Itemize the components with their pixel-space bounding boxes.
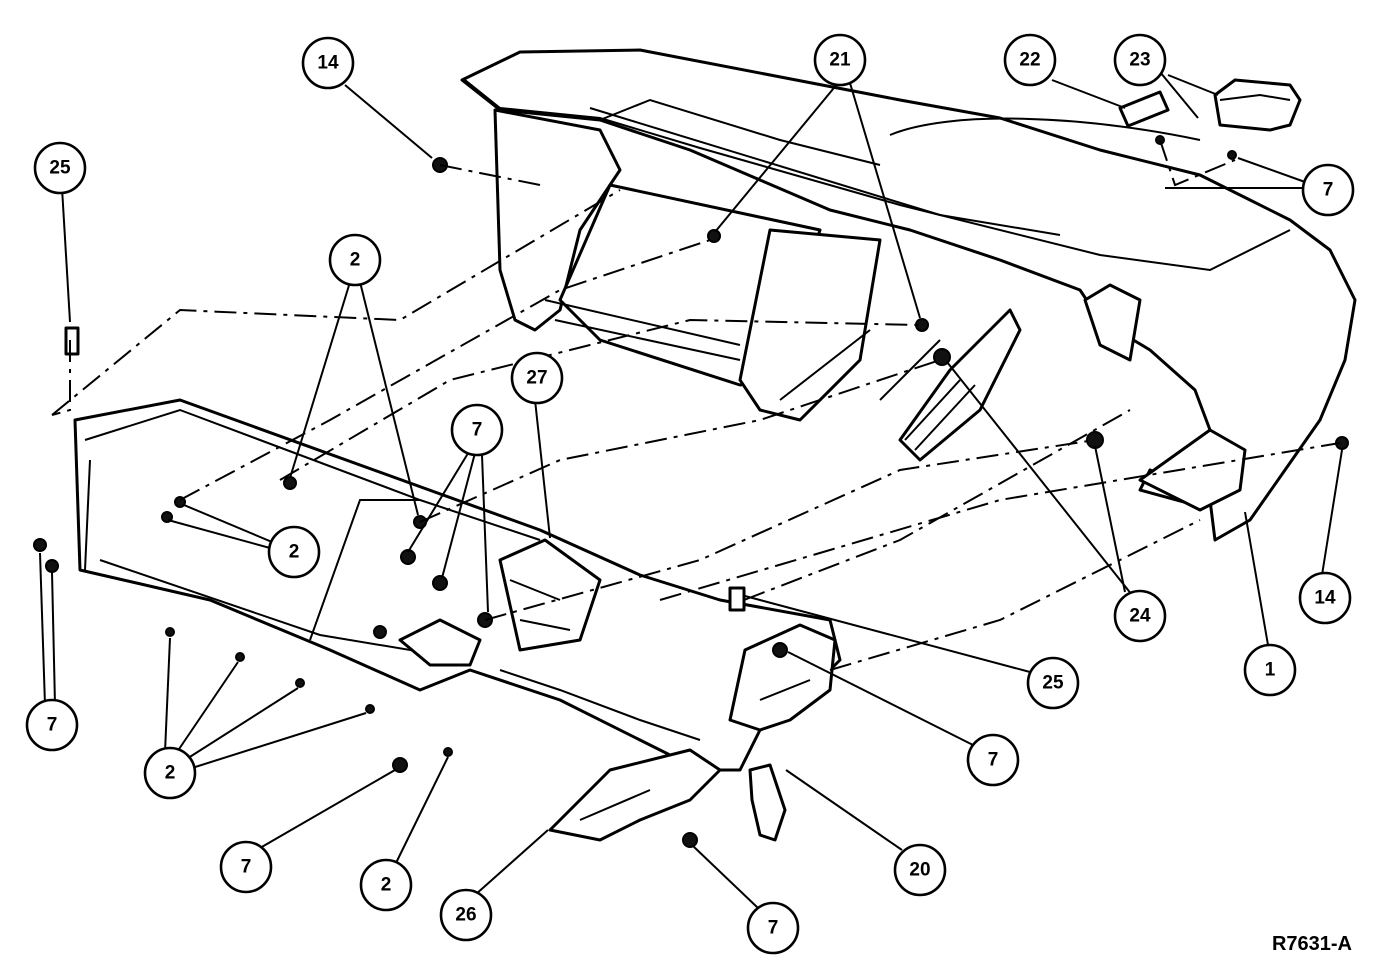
callout-label: 25 bbox=[49, 158, 71, 179]
callout-7-upper-right: 7 bbox=[1301, 163, 1355, 217]
callout-label: 27 bbox=[526, 368, 547, 389]
callout-7-bottom: 7 bbox=[746, 901, 800, 955]
glovebox-latch-parts bbox=[1118, 78, 1302, 160]
callout-27: 27 bbox=[510, 351, 564, 405]
callout-21: 21 bbox=[813, 33, 867, 87]
callout-7-left: 7 bbox=[25, 698, 79, 752]
callout-label: 14 bbox=[317, 53, 339, 74]
callout-label: 2 bbox=[350, 250, 361, 271]
figure-reference-code: R7631-A bbox=[1271, 933, 1352, 955]
callout-label: 26 bbox=[455, 905, 476, 926]
callout-leader-lines bbox=[39, 71, 1343, 909]
callout-label: 21 bbox=[829, 50, 851, 71]
callout-label: 22 bbox=[1019, 50, 1040, 71]
callout-2-upper: 2 bbox=[328, 233, 382, 287]
callout-label: 7 bbox=[241, 857, 252, 878]
callout-label: 1 bbox=[1265, 660, 1276, 681]
callout-label: 14 bbox=[1314, 588, 1336, 609]
callout-25-right: 25 bbox=[1026, 656, 1080, 710]
callout-label: 7 bbox=[988, 750, 999, 771]
instrument-panel-lower-structure bbox=[73, 398, 842, 842]
callout-14-top: 14 bbox=[301, 36, 355, 90]
callout-22: 22 bbox=[1003, 33, 1057, 87]
callout-7-center: 7 bbox=[450, 403, 504, 457]
callout-7-lower-left: 7 bbox=[219, 840, 273, 894]
fastener-markers bbox=[33, 157, 1349, 848]
callout-label: 25 bbox=[1042, 673, 1064, 694]
callout-label: 7 bbox=[47, 715, 58, 736]
callout-label: 2 bbox=[165, 763, 176, 784]
callout-label: 20 bbox=[909, 860, 930, 881]
callout-24: 24 bbox=[1113, 589, 1167, 643]
callout-26: 26 bbox=[439, 888, 493, 942]
callout-7-right-lower: 7 bbox=[966, 733, 1020, 787]
callout-23: 23 bbox=[1113, 33, 1167, 87]
callout-2-mid: 2 bbox=[267, 525, 321, 579]
callout-label: 7 bbox=[472, 420, 483, 441]
callout-25-left: 25 bbox=[33, 141, 87, 195]
callout-1: 1 bbox=[1243, 643, 1297, 697]
callout-label: 23 bbox=[1129, 50, 1150, 71]
callout-label: 2 bbox=[289, 542, 300, 563]
exploded-view-dash-lines bbox=[51, 139, 1341, 671]
callout-14-right: 14 bbox=[1298, 571, 1352, 625]
callout-label: 7 bbox=[768, 918, 779, 939]
callout-2-lower-left: 2 bbox=[143, 746, 197, 800]
callout-label: 2 bbox=[381, 875, 392, 896]
callout-label: 24 bbox=[1129, 606, 1151, 627]
callout-2-bottom: 2 bbox=[359, 858, 413, 912]
instrument-panel-upper bbox=[460, 48, 1357, 542]
callout-20: 20 bbox=[893, 843, 947, 897]
callout-label: 7 bbox=[1323, 180, 1334, 201]
